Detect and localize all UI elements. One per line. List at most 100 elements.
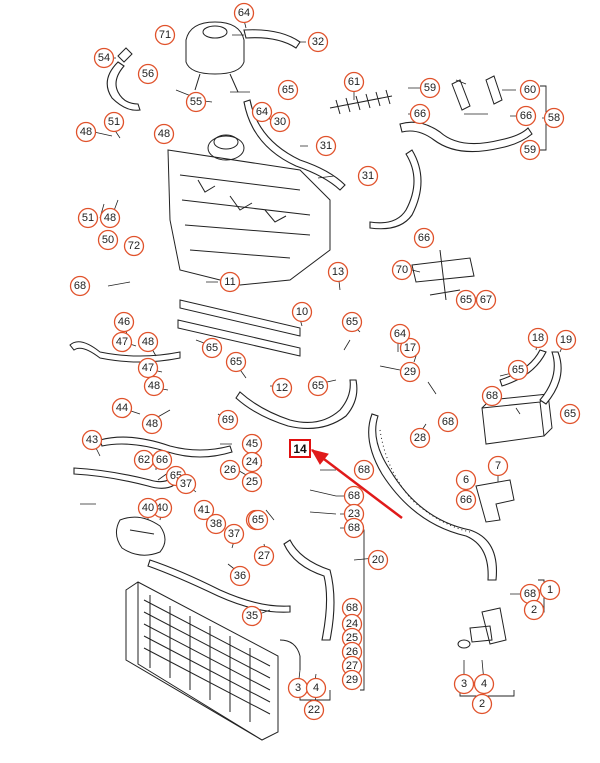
- callout-26[interactable]: 26: [341, 641, 363, 663]
- callout-64[interactable]: 64: [389, 323, 411, 345]
- callout-4[interactable]: 4: [473, 673, 495, 695]
- callout-25[interactable]: 25: [241, 471, 263, 493]
- callout-65[interactable]: 65: [201, 337, 223, 359]
- callout-56[interactable]: 56: [137, 63, 159, 85]
- callout-54[interactable]: 54: [93, 47, 115, 69]
- callout-64[interactable]: 64: [233, 2, 255, 24]
- callout-68[interactable]: 68: [69, 275, 91, 297]
- callout-48[interactable]: 48: [75, 121, 97, 143]
- callout-ring: [455, 489, 477, 511]
- highlight-callout[interactable]: 14: [289, 439, 311, 458]
- callout-65[interactable]: 65: [277, 79, 299, 101]
- callout-31[interactable]: 31: [315, 135, 337, 157]
- callout-45[interactable]: 45: [241, 433, 263, 455]
- callout-20[interactable]: 20: [367, 549, 389, 571]
- callout-68[interactable]: 68: [343, 485, 365, 507]
- callout-28[interactable]: 28: [409, 427, 431, 449]
- callout-30[interactable]: 30: [269, 111, 291, 133]
- callout-26[interactable]: 26: [219, 459, 241, 481]
- callout-2[interactable]: 2: [471, 693, 493, 715]
- callout-3[interactable]: 3: [453, 673, 475, 695]
- callout-23[interactable]: 23: [343, 503, 365, 525]
- callout-66[interactable]: 66: [151, 449, 173, 471]
- callout-29[interactable]: 29: [341, 669, 363, 691]
- callout-55[interactable]: 55: [185, 91, 207, 113]
- callout-66[interactable]: 66: [409, 103, 431, 125]
- callout-48[interactable]: 48: [153, 123, 175, 145]
- callout-69[interactable]: 69: [217, 409, 239, 431]
- callout-68[interactable]: 68: [341, 597, 363, 619]
- callout-65[interactable]: 65: [559, 403, 581, 425]
- callout-48[interactable]: 48: [137, 331, 159, 353]
- callout-label: 27: [346, 660, 358, 672]
- callout-72[interactable]: 72: [123, 235, 145, 257]
- callout-65[interactable]: 65: [307, 375, 329, 397]
- callout-29[interactable]: 29: [399, 361, 421, 383]
- callout-48[interactable]: 48: [143, 375, 165, 397]
- callout-22[interactable]: 22: [303, 699, 325, 721]
- callout-12[interactable]: 12: [271, 377, 293, 399]
- callout-32[interactable]: 32: [307, 31, 329, 53]
- callout-ring: [175, 473, 197, 495]
- callout-66[interactable]: 66: [515, 105, 537, 127]
- callout-68[interactable]: 68: [353, 459, 375, 481]
- callout-41[interactable]: 41: [193, 499, 215, 521]
- callout-38[interactable]: 38: [205, 513, 227, 535]
- callout-66[interactable]: 66: [413, 227, 435, 249]
- callout-1[interactable]: 1: [539, 579, 561, 601]
- callout-36[interactable]: 36: [229, 565, 251, 587]
- callout-label: 67: [480, 294, 492, 306]
- callout-3[interactable]: 3: [287, 677, 309, 699]
- callout-17[interactable]: 17: [399, 337, 421, 359]
- callout-ring: [419, 77, 441, 99]
- callout-43[interactable]: 43: [81, 429, 103, 451]
- callout-62[interactable]: 62: [133, 449, 155, 471]
- callout-65[interactable]: 65: [225, 351, 247, 373]
- callout-10[interactable]: 10: [291, 301, 313, 323]
- callout-44[interactable]: 44: [111, 397, 133, 419]
- callout-ring: [453, 673, 475, 695]
- callout-60[interactable]: 60: [519, 79, 541, 101]
- callout-47[interactable]: 47: [111, 331, 133, 353]
- callout-46[interactable]: 46: [113, 311, 135, 333]
- callout-66[interactable]: 66: [455, 489, 477, 511]
- callout-label: 54: [98, 52, 110, 64]
- callout-31[interactable]: 31: [357, 165, 379, 187]
- callout-68[interactable]: 68: [437, 411, 459, 433]
- callout-65[interactable]: 65: [507, 359, 529, 381]
- callout-7[interactable]: 7: [487, 455, 509, 477]
- callout-40[interactable]: 40: [137, 497, 159, 519]
- callout-50[interactable]: 50: [97, 229, 119, 251]
- callout-37[interactable]: 37: [223, 523, 245, 545]
- callout-68[interactable]: 68: [343, 517, 365, 539]
- callout-35[interactable]: 35: [241, 605, 263, 627]
- callout-67[interactable]: 67: [475, 289, 497, 311]
- callout-70[interactable]: 70: [391, 259, 413, 281]
- callout-6[interactable]: 6: [455, 469, 477, 491]
- callout-51[interactable]: 51: [77, 207, 99, 229]
- callout-68[interactable]: 68: [481, 385, 503, 407]
- callout-27[interactable]: 27: [253, 545, 275, 567]
- callout-24[interactable]: 24: [241, 451, 263, 473]
- callout-61[interactable]: 61: [343, 71, 365, 93]
- callout-47[interactable]: 47: [137, 357, 159, 379]
- callout-19[interactable]: 19: [555, 329, 577, 351]
- callout-11[interactable]: 11: [219, 271, 241, 293]
- callout-51[interactable]: 51: [103, 111, 125, 133]
- callout-58[interactable]: 58: [543, 107, 565, 129]
- callout-27[interactable]: 27: [341, 655, 363, 677]
- callout-37[interactable]: 37: [175, 473, 197, 495]
- callout-4[interactable]: 4: [305, 677, 327, 699]
- callout-13[interactable]: 13: [327, 261, 349, 283]
- callout-65[interactable]: 65: [341, 311, 363, 333]
- callout-18[interactable]: 18: [527, 327, 549, 349]
- callout-65[interactable]: 65: [455, 289, 477, 311]
- callout-48[interactable]: 48: [141, 413, 163, 435]
- callout-59[interactable]: 59: [519, 139, 541, 161]
- callout-48[interactable]: 48: [99, 207, 121, 229]
- callout-2[interactable]: 2: [523, 599, 545, 621]
- callout-64[interactable]: 64: [251, 101, 273, 123]
- callout-71[interactable]: 71: [154, 24, 176, 46]
- callout-65[interactable]: 65: [247, 509, 269, 531]
- callout-59[interactable]: 59: [419, 77, 441, 99]
